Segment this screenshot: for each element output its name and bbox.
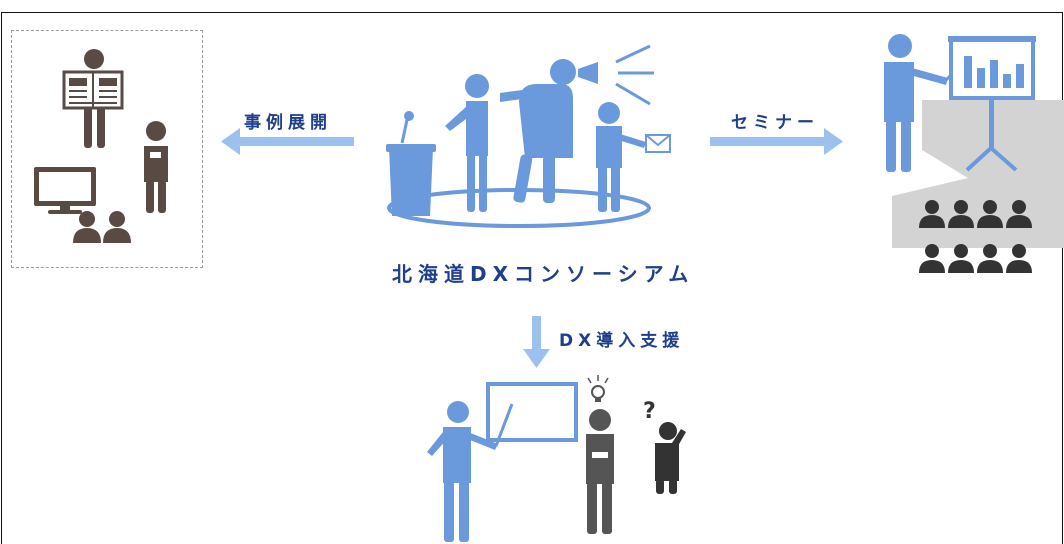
- monitor-icon: [34, 167, 96, 214]
- svg-text:?: ?: [643, 399, 656, 424]
- dx-support-icon: ?: [427, 375, 686, 542]
- dx-support-label: DX導入支援: [559, 331, 685, 351]
- consortium-group-icon: [386, 44, 671, 228]
- seminar-audience-icon: [919, 200, 1032, 273]
- audience-icon: [73, 211, 131, 243]
- left-arrow-icon: [221, 128, 354, 155]
- case-study-label: 事例展開: [244, 113, 332, 133]
- right-arrow-icon: [710, 128, 843, 155]
- seminar-label: セミナー: [731, 113, 819, 133]
- case-study-box: [11, 30, 203, 268]
- newspaper-reader-icon: [62, 49, 124, 148]
- consortium-title: 北海道DXコンソーシアム: [392, 262, 695, 286]
- thinking-person-icon: [144, 121, 168, 213]
- diagram-frame: [1, 12, 1063, 544]
- seminar-icon: [884, 34, 1064, 273]
- down-arrow-icon: [523, 316, 550, 368]
